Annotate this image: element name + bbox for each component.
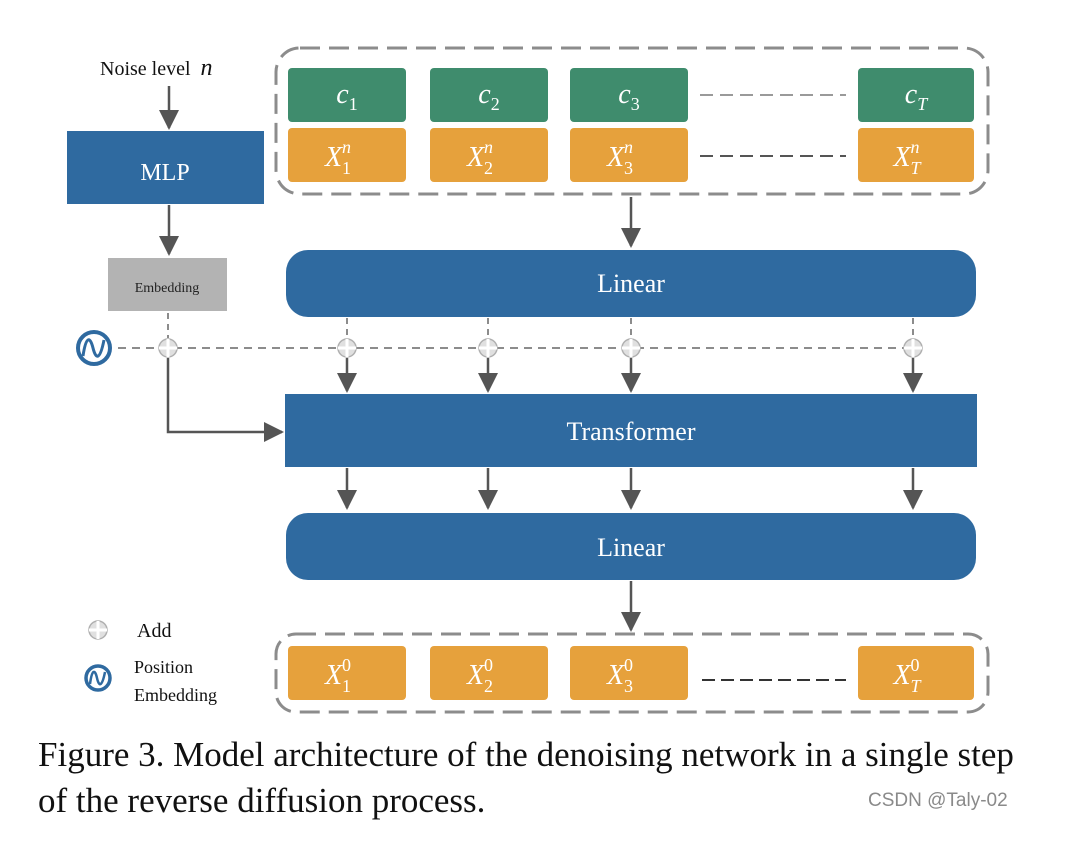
token-subscript: T xyxy=(911,158,923,178)
token-subscript: 3 xyxy=(631,94,640,114)
noisy-token-box xyxy=(288,128,406,182)
output-token-row xyxy=(288,646,974,700)
watermark: CSDN @Taly-02 xyxy=(868,790,1008,811)
token-base: X xyxy=(606,142,625,173)
condition-token-1: c1 xyxy=(336,79,357,114)
token-base: c xyxy=(618,79,631,110)
noisy-token-box xyxy=(858,128,974,182)
position-embedding-legend-label: Position Embedding xyxy=(134,657,217,705)
mlp-box xyxy=(67,131,264,204)
add-node xyxy=(158,338,178,358)
condition-token-box xyxy=(288,68,406,122)
output-token-box xyxy=(570,646,688,700)
token-subscript: 3 xyxy=(624,676,633,696)
legend-line-2: Embedding xyxy=(134,685,217,705)
output-token-group xyxy=(274,632,990,714)
noise-level-text: Noise level xyxy=(100,58,191,80)
add-node xyxy=(478,338,498,358)
condition-token-box xyxy=(858,68,974,122)
token-superscript: n xyxy=(484,137,493,157)
noise-level-variable: n xyxy=(201,55,213,81)
condition-token-2: c2 xyxy=(478,79,499,114)
condition-token-box xyxy=(570,68,688,122)
input-token-group xyxy=(274,46,990,196)
token-subscript: 2 xyxy=(484,676,493,696)
add-node xyxy=(337,338,357,358)
noisy-token-box xyxy=(430,128,548,182)
token-superscript: 0 xyxy=(911,655,920,675)
token-base: X xyxy=(324,660,343,691)
noisy-token-box xyxy=(570,128,688,182)
linear-top-label: Linear xyxy=(597,269,665,298)
noisy-token-row xyxy=(288,128,974,182)
position-embedding-legend-icon xyxy=(84,664,112,692)
linear-to-add-connectors xyxy=(167,313,914,338)
token-subscript: 2 xyxy=(491,94,500,114)
add-node xyxy=(903,338,923,358)
token-superscript: n xyxy=(342,137,351,157)
legend: Add Position Embedding xyxy=(84,620,217,705)
token-base: X xyxy=(466,142,485,173)
transformer-box xyxy=(285,394,977,467)
token-subscript: 1 xyxy=(349,94,358,114)
linear-bottom-box xyxy=(286,513,976,580)
position-embedding-icon xyxy=(76,330,112,366)
token-base: c xyxy=(478,79,491,110)
add-legend-icon xyxy=(88,620,108,640)
token-base: c xyxy=(905,79,918,110)
output-token-box xyxy=(430,646,548,700)
architecture-diagram: Noise level n MLP Embedding c1 c2 c3 cT … xyxy=(67,46,990,714)
condition-token-3: c3 xyxy=(618,79,639,114)
condition-token-T: cT xyxy=(905,79,929,114)
embedding-label: Embedding xyxy=(135,281,200,296)
add-legend-label: Add xyxy=(137,620,171,642)
condition-token-labels: c1 c2 c3 cT xyxy=(336,79,929,114)
token-base: c xyxy=(336,79,349,110)
token-subscript: 1 xyxy=(342,676,351,696)
token-superscript: n xyxy=(624,137,633,157)
figure-caption: Figure 3. Model architecture of the deno… xyxy=(38,735,1014,820)
token-base: X xyxy=(892,142,911,173)
legend-line-1: Position xyxy=(134,657,193,677)
output-token-box xyxy=(858,646,974,700)
transformer-to-linear-arrows xyxy=(337,468,923,510)
noise-embedding-to-transformer-arrow xyxy=(166,358,284,442)
token-superscript: 0 xyxy=(342,655,351,675)
mlp-label: MLP xyxy=(140,160,189,186)
output-token-box xyxy=(288,646,406,700)
linear-top-box xyxy=(286,250,976,317)
token-subscript: T xyxy=(911,676,923,696)
transformer-label: Transformer xyxy=(566,417,695,446)
noise-level-label: Noise level n xyxy=(100,55,213,81)
add-to-transformer-arrows xyxy=(166,358,923,442)
embedding-box xyxy=(108,258,227,311)
token-superscript: 0 xyxy=(624,655,633,675)
token-subscript: 1 xyxy=(342,158,351,178)
add-node xyxy=(621,338,641,358)
add-nodes xyxy=(158,338,923,358)
token-superscript: 0 xyxy=(484,655,493,675)
condition-token-box xyxy=(430,68,548,122)
token-subscript: 2 xyxy=(484,158,493,178)
token-superscript: n xyxy=(911,137,920,157)
token-base: X xyxy=(606,660,625,691)
token-subscript: 3 xyxy=(624,158,633,178)
token-base: X xyxy=(324,142,343,173)
token-base: X xyxy=(466,660,485,691)
token-subscript: T xyxy=(917,94,929,114)
condition-token-row xyxy=(288,68,974,122)
linear-bottom-label: Linear xyxy=(597,533,665,562)
token-base: X xyxy=(892,660,911,691)
